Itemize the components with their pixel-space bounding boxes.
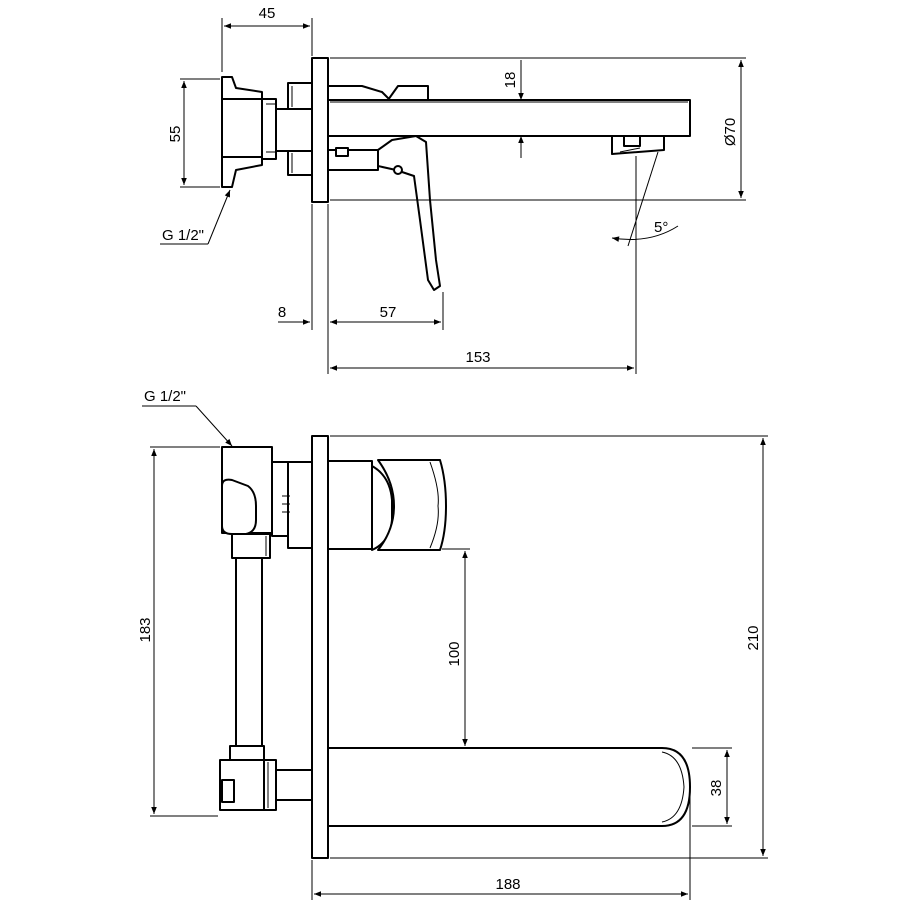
bottom-vertical-pipe <box>235 557 263 747</box>
top-view: 45 18 55 Ø70 G 1/2" 5° 8 57 153 <box>160 5 746 374</box>
thread-leader-bottom <box>195 405 233 447</box>
top-lever-handle <box>327 135 441 291</box>
bottom-upper-body <box>221 446 313 559</box>
dim-70-label: Ø70 <box>722 118 739 146</box>
bottom-view: G 1/2" 183 100 210 38 188 <box>137 388 768 900</box>
dim-153-label: 153 <box>465 349 490 366</box>
dim-8-label: 8 <box>278 304 286 321</box>
dim-38-label: 38 <box>708 780 725 797</box>
bottom-wall-plate <box>311 435 329 859</box>
bottom-spout <box>327 747 691 827</box>
thread-leader-top <box>207 189 231 245</box>
bottom-handle <box>327 459 447 551</box>
dim-210-label: 210 <box>745 625 762 650</box>
angle-label: 5° <box>654 219 668 236</box>
dim-188-label: 188 <box>495 876 520 893</box>
dim-57-label: 57 <box>380 304 397 321</box>
top-extension-lines <box>180 18 746 374</box>
top-concealed-body <box>221 76 313 188</box>
top-spout <box>327 85 691 137</box>
dim-18-label: 18 <box>502 72 519 89</box>
top-wall-plate <box>311 57 329 203</box>
dim-55-label: 55 <box>167 126 184 143</box>
top-aerator <box>611 135 665 155</box>
bottom-lower-body <box>219 745 313 811</box>
thread-label-top: G 1/2" <box>162 227 204 244</box>
dim-183-label: 183 <box>137 617 154 642</box>
bottom-extension-lines <box>150 435 768 900</box>
dim-100-label: 100 <box>446 641 463 666</box>
thread-label-bottom: G 1/2" <box>144 388 186 405</box>
angle-arc <box>611 225 679 242</box>
dim-45-label: 45 <box>259 5 276 22</box>
